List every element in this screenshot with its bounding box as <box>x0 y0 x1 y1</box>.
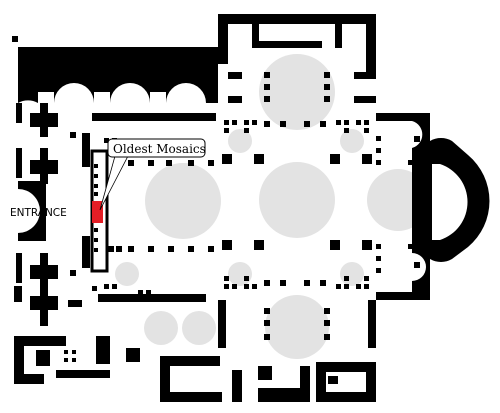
entrance-niche <box>18 181 46 241</box>
dome-small-w <box>115 262 139 286</box>
wall-fragment <box>12 36 18 42</box>
west-wall-stub-3 <box>16 253 22 283</box>
east-apse <box>412 113 490 300</box>
narthex-pier-bottom <box>82 236 90 268</box>
south-wall-segment <box>258 388 304 402</box>
north-arcade-wall <box>18 47 218 103</box>
south-room-2-wall-bottom <box>316 392 376 402</box>
sw-room-wall-bottom <box>14 374 44 384</box>
north-block-2 <box>228 96 242 103</box>
north-west-wall <box>218 14 228 64</box>
west-pier-1-cap <box>30 113 58 127</box>
dome-narthex-2 <box>182 311 216 345</box>
north-outer-wall <box>218 14 376 24</box>
dome-small-se <box>340 262 364 286</box>
west-pier-3-cap <box>30 265 58 279</box>
south-inner-wall-left <box>218 300 226 348</box>
south-room-2-pier <box>328 376 338 384</box>
dome-small-sw <box>228 262 252 286</box>
west-wall-stub-4 <box>14 286 22 302</box>
oldest-mosaics-callout: Oldest Mosaics <box>99 138 206 211</box>
north-buttress-2 <box>335 24 342 48</box>
dome-west <box>145 163 221 239</box>
sw-room-wall-left <box>14 336 24 384</box>
columns <box>64 72 420 362</box>
west-wall-stub-2 <box>16 148 22 178</box>
sw-square-pier <box>126 348 140 362</box>
north-east-wall <box>366 14 376 72</box>
south-wall-pier-1 <box>232 370 242 402</box>
callout-box <box>107 138 206 158</box>
walls <box>12 14 490 402</box>
south-room-wall-bottom <box>160 392 222 402</box>
south-square-1 <box>258 366 272 380</box>
dome-small-ne <box>340 129 364 153</box>
oldest-mosaics-highlight <box>92 201 103 223</box>
south-room-wall-left <box>160 356 170 402</box>
dome-north <box>259 54 335 130</box>
west-pier-4-cap <box>30 296 58 310</box>
domes <box>115 54 429 359</box>
entrance-label: ENTRANCE <box>10 207 67 219</box>
east-wall-top <box>376 113 412 121</box>
south-room-2-wall-left <box>316 362 326 402</box>
north-block-1 <box>228 72 242 79</box>
sw-room-block <box>96 336 110 364</box>
south-wall-pier-2 <box>300 366 310 402</box>
south-room-2-wall-right <box>366 362 376 402</box>
sw-room-pier <box>36 350 50 366</box>
south-room-wall-top <box>160 356 220 366</box>
narthex-pier-top <box>82 133 90 167</box>
west-wall-stub-1 <box>16 103 22 123</box>
dome-central <box>259 162 335 238</box>
apse-niche-1 <box>440 172 456 188</box>
north-inner-wall <box>252 41 322 48</box>
north-block-3 <box>354 72 376 79</box>
north-block-4 <box>354 96 376 103</box>
narthex-south-wall <box>98 294 206 302</box>
oldest-mosaics-label: Oldest Mosaics <box>113 142 206 156</box>
dome-south <box>265 295 329 359</box>
apse-niche-3 <box>440 216 456 232</box>
sw-room-wall-top <box>14 336 66 346</box>
dome-small-nw <box>228 129 252 153</box>
north-buttress-1 <box>252 24 259 48</box>
south-room-2-wall-top <box>316 362 376 372</box>
narthex-north-wall <box>92 113 216 121</box>
sw-room-wall-lower <box>56 370 110 378</box>
apse-niche-2 <box>444 194 460 210</box>
south-inner-wall-right <box>368 300 376 348</box>
west-pier-2-cap <box>30 160 58 174</box>
narthex-sw-block <box>68 300 82 307</box>
dome-narthex-1 <box>144 311 178 345</box>
east-wall-bottom <box>376 292 412 300</box>
